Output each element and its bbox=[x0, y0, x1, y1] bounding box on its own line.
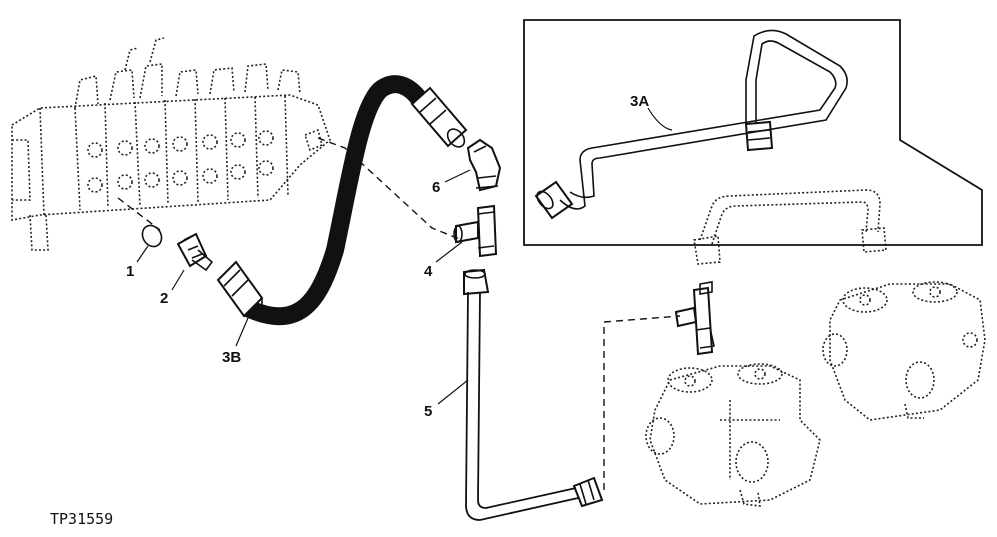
assembly-path-line bbox=[317, 137, 463, 241]
callout-5: 5 bbox=[424, 403, 432, 420]
pump-housing-rear bbox=[822, 281, 986, 421]
pump-housing-front bbox=[645, 363, 821, 507]
leader-line-2 bbox=[171, 269, 185, 291]
callout-1: 1 bbox=[126, 263, 134, 280]
control-valve-block bbox=[11, 37, 331, 251]
assembly-path-line-2 bbox=[117, 197, 161, 231]
leader-line-1 bbox=[136, 245, 149, 263]
callout-3b: 3B bbox=[222, 349, 241, 366]
leader-line-5 bbox=[437, 379, 469, 405]
ghost-tube-outline bbox=[693, 189, 887, 265]
callout-2: 2 bbox=[160, 290, 168, 307]
callout-6: 6 bbox=[432, 179, 440, 196]
callout-3a: 3A bbox=[630, 93, 649, 110]
leader-line-6 bbox=[444, 169, 471, 183]
adapter-fitting-part bbox=[176, 232, 214, 272]
leader-line-4 bbox=[435, 241, 463, 263]
o-ring-part bbox=[141, 224, 163, 248]
tee-fitting-part bbox=[453, 204, 498, 258]
inset-panel-3a bbox=[523, 19, 983, 246]
pump-tee-fitting-part bbox=[674, 281, 715, 356]
callout-4: 4 bbox=[424, 263, 433, 280]
steel-line-5-part bbox=[463, 268, 604, 521]
leader-line-3b bbox=[235, 317, 249, 347]
assembly-path-line-3 bbox=[603, 315, 681, 490]
elbow-fitting-part bbox=[466, 138, 502, 192]
figure-id-label: TP31559 bbox=[50, 510, 113, 528]
leader-line-3a bbox=[647, 107, 673, 131]
hose-3b-part bbox=[216, 75, 468, 326]
